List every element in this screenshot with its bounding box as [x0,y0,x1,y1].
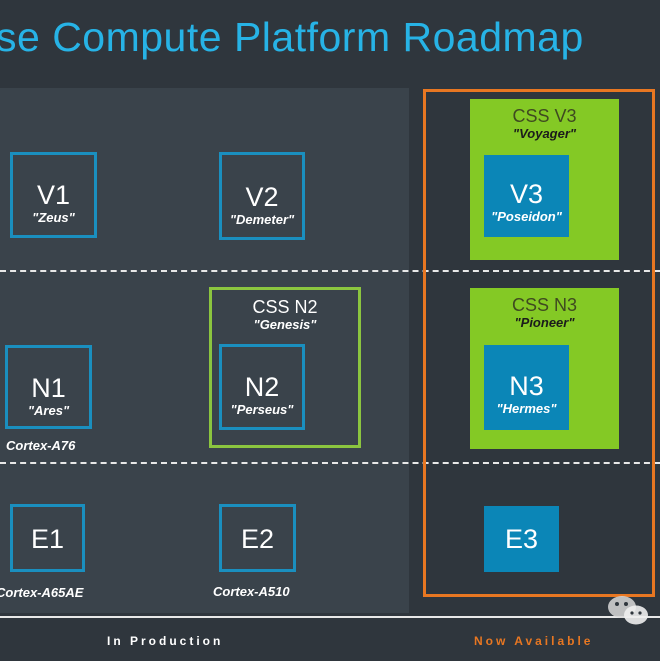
now-available-highlight [423,89,655,597]
e3-box: E3 [484,506,559,572]
n3-codename: "Hermes" [496,401,557,416]
e1-name: E1 [30,524,65,554]
css-v3-codename: "Voyager" [512,126,577,141]
v3-box: V3 "Poseidon" [484,155,569,237]
n2-box: N2 "Perseus" [219,344,305,430]
v3-name: V3 [509,179,544,209]
css-n2-name: CSS N2 [252,297,318,317]
e1-cortex-label: Cortex-A65AE [0,585,84,600]
row-divider-1 [0,270,660,272]
page-title: se Compute Platform Roadmap [0,14,584,60]
footer-now-available: Now Available [474,634,594,648]
v1-box: V1 "Zeus" [10,152,97,238]
n2-codename: "Perseus" [230,402,294,417]
n1-cortex-label: Cortex-A76 [6,438,76,453]
e2-name: E2 [240,524,275,554]
n3-name: N3 [509,371,544,401]
footer-divider [0,616,660,618]
v1-codename: "Zeus" [32,210,75,225]
v2-box: V2 "Demeter" [219,152,305,240]
v2-name: V2 [245,182,279,212]
v3-codename: "Poseidon" [491,209,562,224]
footer-in-production: In Production [107,634,224,648]
in-production-panel [0,88,409,613]
css-n2-box: CSS N2 "Genesis" [209,287,361,448]
e2-cortex-label: Cortex-A510 [213,584,290,599]
n3-box: N3 "Hermes" [484,345,569,430]
v1-name: V1 [36,180,71,210]
e2-box: E2 [219,504,296,572]
v2-codename: "Demeter" [229,212,295,227]
e1-box: E1 [10,504,85,572]
css-n3-name: CSS N3 [511,295,578,315]
css-n3-codename: "Pioneer" [514,315,575,330]
css-n2-codename: "Genesis" [253,317,317,332]
row-divider-2 [0,462,660,464]
n2-name: N2 [244,372,280,402]
wechat-icon [604,592,652,628]
css-v3-name: CSS V3 [512,106,577,126]
n1-codename: "Ares" [27,403,70,418]
n1-box: N1 "Ares" [5,345,92,429]
n1-name: N1 [31,373,66,403]
e3-name: E3 [504,524,539,554]
